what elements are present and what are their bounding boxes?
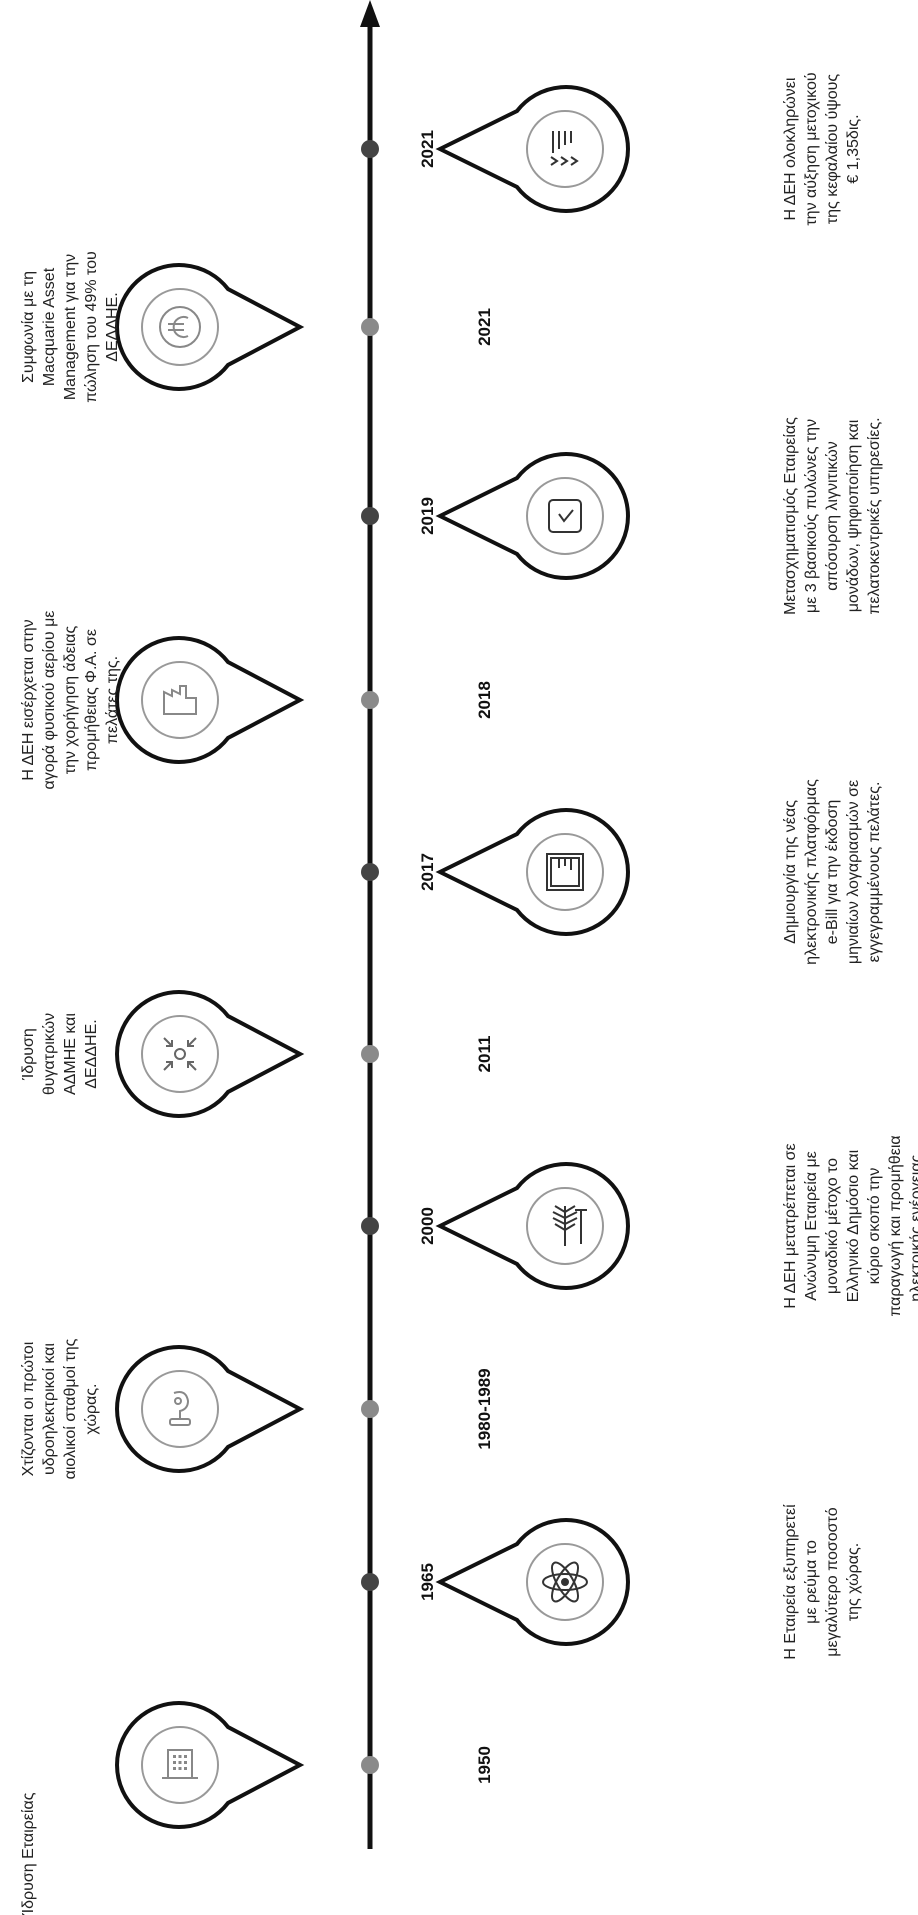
timeline-pin-3 (435, 1162, 630, 1290)
event-year: 2011 (475, 1035, 494, 1073)
event-year: 2021 (475, 308, 494, 346)
timeline-pin-5 (435, 808, 630, 936)
event-year: 1980-1989 (475, 1368, 494, 1450)
event-description: Ίδρυση θυγατρικών ΑΔΜΗΕ και ΔΕΔΔΗΕ. (20, 1012, 100, 1096)
timeline-dot-9 (361, 140, 379, 158)
timeline-pin-1 (435, 1518, 630, 1646)
timeline-pin-2 (115, 1345, 305, 1473)
timeline-pin-0 (115, 1701, 305, 1829)
event-description: Δημιουργία της νέας ηλεκτρονικής πλατφόρ… (782, 779, 883, 965)
event-description: Μετασχηματισμός Εταιρείας με 3 βασικούς … (782, 417, 883, 615)
timeline-dot-0 (361, 1756, 379, 1774)
timeline-pin-6 (115, 636, 305, 764)
event-year: 2017 (418, 853, 437, 891)
event-year: 1965 (418, 1563, 437, 1601)
timeline-pin-7 (435, 452, 630, 580)
event-description: Ίδρυση Εταιρείας (20, 1792, 37, 1915)
event-year: 2018 (475, 681, 494, 719)
event-year: 2019 (418, 497, 437, 535)
event-year: 1950 (475, 1746, 494, 1784)
event-description: Συμφωνία με τη Macquarie Asset Managemen… (20, 251, 121, 403)
event-year: 2021 (418, 130, 437, 168)
timeline-pin-4 (115, 990, 305, 1118)
event-description: Η ΔΕΗ μετατρέπεται σε Ανώνυμη Εταιρεία μ… (782, 1135, 918, 1317)
timeline-dot-2 (361, 1400, 379, 1418)
timeline-dot-6 (361, 691, 379, 709)
event-description: Η Εταιρεία εξυπηρετεί με ρεύμα το μεγαλύ… (782, 1504, 862, 1660)
timeline-dot-3 (361, 1217, 379, 1235)
timeline-dot-4 (361, 1045, 379, 1063)
event-description: Η ΔΕΗ ολοκληρώνει την αύξηση μετοχικού τ… (782, 72, 862, 226)
timeline-pin-9 (435, 85, 630, 213)
event-description: Η ΔΕΗ εισέρχεται στην αγορά φυσικού αερί… (20, 610, 121, 790)
timeline-dot-5 (361, 863, 379, 881)
timeline-dot-8 (361, 318, 379, 336)
timeline-dot-1 (361, 1573, 379, 1591)
timeline-arrowhead (360, 0, 380, 27)
event-description: Χτίζονται οι πρώτοι υδροηλεκτρικοί και α… (20, 1338, 100, 1480)
timeline-dot-7 (361, 507, 379, 525)
timeline-graphic (115, 0, 630, 1849)
timeline-pin-8 (115, 263, 305, 391)
event-year: 2000 (418, 1207, 437, 1245)
